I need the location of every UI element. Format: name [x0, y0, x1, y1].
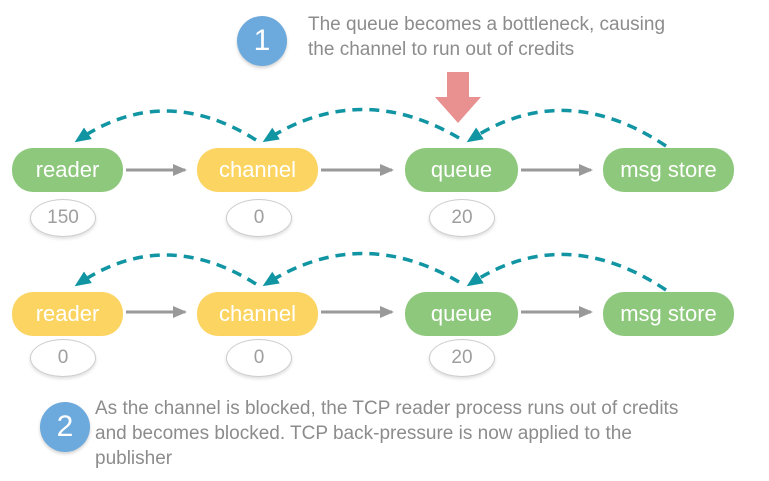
node-reader-row1-label: reader	[35, 157, 100, 182]
node-reader-row2-label: reader	[35, 301, 100, 326]
node-channel-row2: channel	[197, 292, 318, 336]
credit-count-queue-row2-value: 20	[451, 347, 473, 368]
node-reader-row1: reader	[12, 148, 123, 192]
credit-count-reader-row1-value: 150	[47, 207, 79, 228]
credit-arc-queue-to-channel-row1	[262, 107, 460, 143]
credit-count-queue-row1: 20	[429, 199, 495, 237]
node-queue-row1-label: queue	[430, 157, 493, 182]
step-2-badge: 2	[40, 402, 90, 452]
step-1-number: 1	[253, 24, 271, 57]
credit-count-reader-row2: 0	[30, 339, 96, 377]
bottleneck-arrow-icon	[435, 72, 481, 123]
credit-count-reader-row2-value: 0	[57, 347, 69, 368]
node-channel-row2-label: channel	[218, 301, 297, 326]
node-channel-row1-label: channel	[218, 157, 297, 182]
node-reader-row2: reader	[12, 292, 123, 336]
step-1-text: The queue becomes a bottleneck, causing …	[308, 14, 666, 60]
credit-arc-queue-to-channel-row2	[262, 251, 460, 287]
node-channel-row1: channel	[197, 148, 318, 192]
credit-count-channel-row2: 0	[226, 339, 292, 377]
credit-count-channel-row2-value: 0	[253, 347, 265, 368]
step-2-text: As the channel is blocked, the TCP reade…	[95, 398, 679, 469]
step-1-badge: 1	[237, 16, 287, 66]
credit-count-reader-row1: 150	[30, 199, 96, 237]
credit-arc-msgstore-to-queue-row2	[466, 252, 667, 292]
node-queue-row1: queue	[405, 148, 518, 192]
node-msgstore-row2-label: msg store	[620, 301, 717, 326]
step-2-number: 2	[56, 410, 74, 443]
credit-count-queue-row1-value: 20	[451, 207, 473, 228]
node-queue-row2: queue	[405, 292, 518, 336]
node-msgstore-row1-label: msg store	[620, 157, 717, 182]
node-queue-row2-label: queue	[430, 301, 493, 326]
credit-arc-msgstore-to-queue-row1	[466, 108, 667, 148]
node-msgstore-row2: msg store	[603, 292, 734, 336]
credit-count-channel-row1-value: 0	[253, 207, 265, 228]
credit-count-queue-row2: 20	[429, 339, 495, 377]
credit-arc-channel-to-reader-row1	[74, 109, 257, 143]
node-msgstore-row1: msg store	[603, 148, 734, 192]
credit-count-channel-row1: 0	[226, 199, 292, 237]
credit-arc-channel-to-reader-row2	[74, 253, 257, 287]
